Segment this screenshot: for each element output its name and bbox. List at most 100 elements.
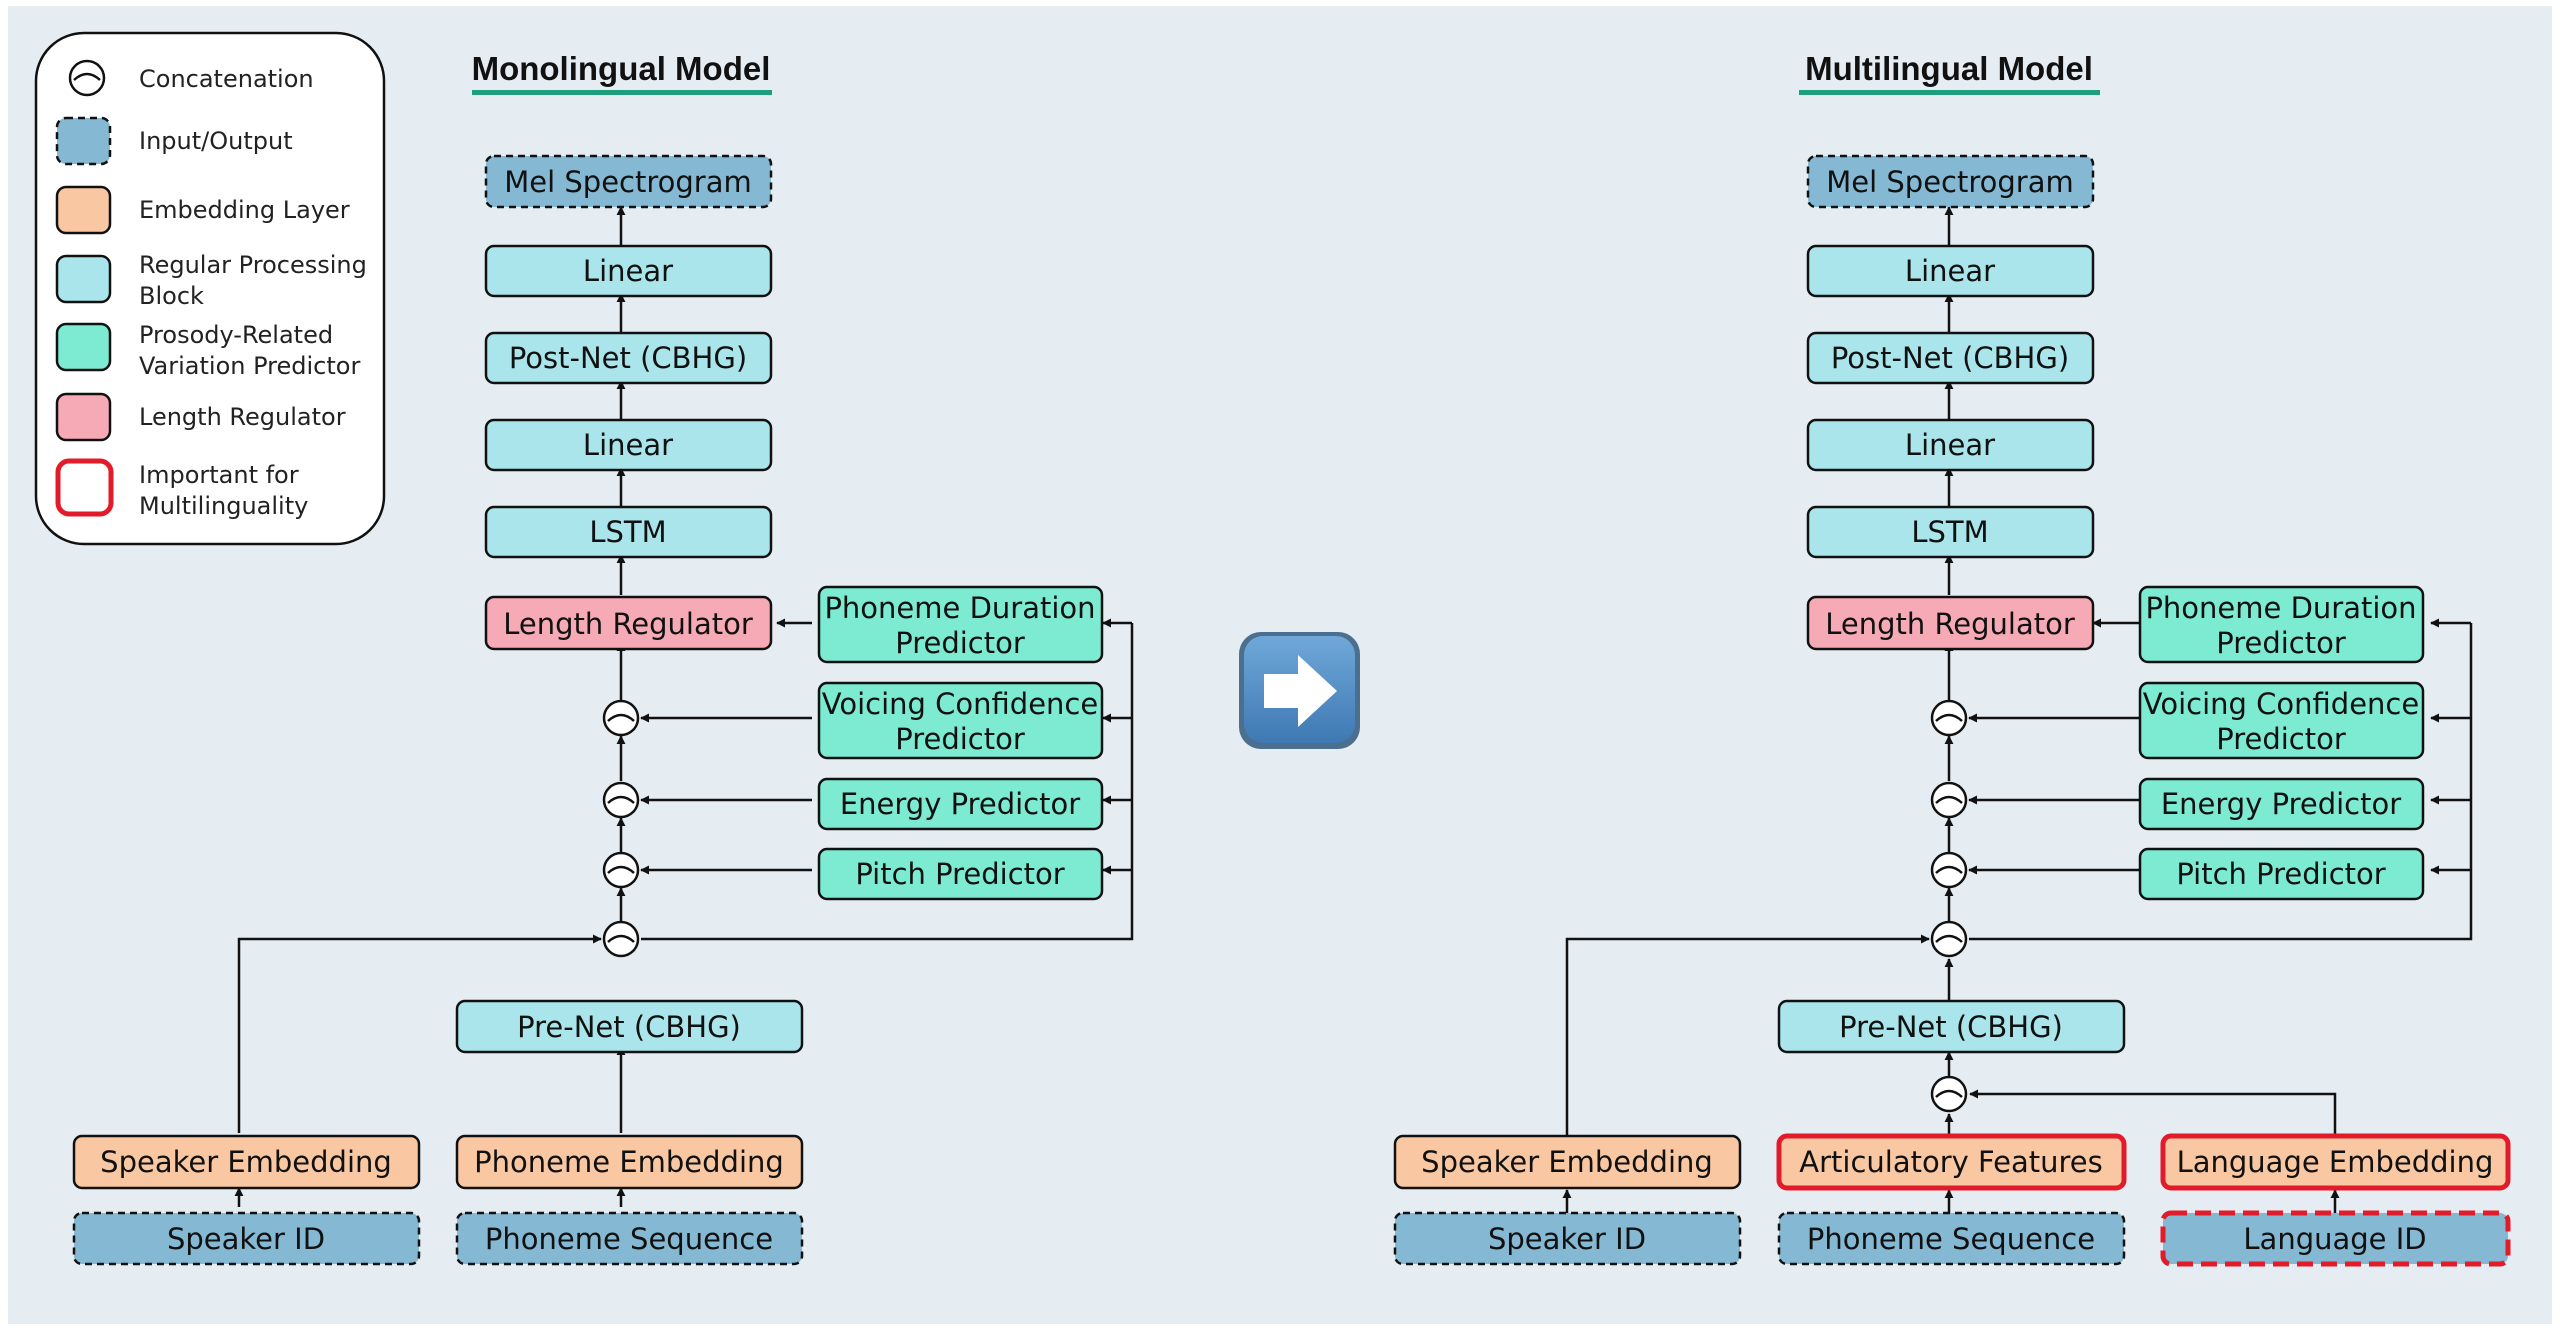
multi-prenet-box — [1777, 999, 2126, 1054]
multi-speaker-embedding-box — [1393, 1134, 1742, 1190]
mono-voicing-label-2: Predictor — [895, 722, 1025, 756]
multi-mel-spectrogram-box — [1806, 154, 2095, 209]
multi-length-regulator-label: Length Regulator — [1825, 607, 2075, 641]
mono-speaker-id-label: Speaker ID — [167, 1222, 325, 1256]
multi-voicing-label-2: Predictor — [2216, 722, 2346, 756]
multi-pitch-predictor-box — [2138, 847, 2425, 901]
mono-postnet-label: Post-Net (CBHG) — [509, 341, 747, 375]
mono-title-underline — [472, 90, 772, 95]
multi-articulatory-features-box — [1776, 1133, 2127, 1191]
mono-linear-top-box — [484, 244, 773, 298]
important-legend-swatch — [55, 458, 114, 517]
legend-regular-1: Regular Processing — [139, 251, 367, 279]
mono-speaker-embedding-label: Speaker Embedding — [100, 1145, 392, 1179]
multi-phoneme-sequence-box — [1777, 1211, 2126, 1266]
multi-prenet-label: Pre-Net (CBHG) — [1839, 1010, 2063, 1044]
multi-articulatory-label: Articulatory Features — [1799, 1145, 2102, 1179]
concat-icon — [602, 781, 640, 819]
mono-concat-nodes — [602, 699, 640, 958]
multi-phoneme-sequence-label: Phoneme Sequence — [1807, 1222, 2095, 1256]
right-arrow-emoji-icon — [1239, 632, 1360, 749]
mono-energy-label: Energy Predictor — [840, 787, 1080, 821]
concat-icon — [1930, 920, 1968, 958]
legend-embedding-layer: Embedding Layer — [139, 196, 350, 224]
mono-length-regulator-label: Length Regulator — [503, 607, 753, 641]
multi-duration-label-2: Predictor — [2216, 626, 2346, 660]
monolingual-model: Monolingual Model — [72, 50, 1134, 1266]
concat-icon — [602, 851, 640, 889]
multi-mel-label: Mel Spectrogram — [1826, 165, 2074, 199]
mono-main-arrows — [234, 206, 1134, 1207]
mono-linear-bottom-label: Linear — [583, 428, 673, 462]
multi-duration-predictor-box — [2138, 585, 2425, 664]
mono-voicing-predictor-box — [817, 681, 1104, 760]
multi-lstm-label: LSTM — [1911, 515, 1988, 549]
legend-concatenation: Concatenation — [139, 65, 314, 93]
multi-speaker-embedding-label: Speaker Embedding — [1421, 1145, 1713, 1179]
mono-prenet-box — [455, 999, 804, 1054]
mono-title: Monolingual Model — [472, 50, 771, 87]
mono-mel-label: Mel Spectrogram — [504, 165, 752, 199]
concat-icon — [1930, 781, 1968, 819]
multi-language-embedding-label: Language Embedding — [2177, 1145, 2494, 1179]
multilingual-model: Multilingual Model — [1393, 50, 2511, 1267]
multi-title: Multilingual Model — [1805, 50, 2093, 87]
multi-duration-label-1: Phoneme Duration — [2145, 591, 2416, 625]
multi-language-id-box — [2160, 1210, 2511, 1267]
concat-icon — [602, 920, 640, 958]
mono-voicing-label-1: Voicing Confidence — [822, 687, 1098, 721]
length-regulator-legend-swatch — [55, 392, 112, 442]
concat-legend-icon — [68, 59, 106, 97]
multi-speaker-id-box — [1393, 1211, 1742, 1266]
multi-linear-bottom-label: Linear — [1905, 428, 1995, 462]
mono-energy-predictor-box — [817, 777, 1104, 831]
mono-duration-predictor-box — [817, 585, 1104, 664]
mono-phoneme-sequence-label: Phoneme Sequence — [485, 1222, 773, 1256]
multi-voicing-predictor-box — [2138, 681, 2425, 760]
mono-speaker-id-box — [72, 1211, 421, 1266]
mono-speaker-embedding-box — [72, 1134, 421, 1190]
multi-concat-nodes — [1930, 699, 1968, 1113]
multi-speaker-id-label: Speaker ID — [1488, 1222, 1646, 1256]
mono-postnet-box — [484, 331, 773, 385]
multi-pitch-label: Pitch Predictor — [2176, 857, 2385, 891]
multi-lstm-box — [1806, 505, 2095, 559]
mono-linear-top-label: Linear — [583, 254, 673, 288]
mono-mel-spectrogram-box — [484, 154, 773, 209]
multi-linear-bottom-box — [1806, 418, 2095, 472]
multi-language-embedding-box — [2160, 1133, 2511, 1191]
mono-pitch-label: Pitch Predictor — [855, 857, 1064, 891]
mono-phoneme-embedding-box — [455, 1134, 804, 1190]
legend-important-2: Multilinguality — [139, 492, 308, 520]
legend-important-1: Important for — [139, 461, 299, 489]
mono-duration-label-2: Predictor — [895, 626, 1025, 660]
mono-phoneme-sequence-box — [455, 1211, 804, 1266]
multi-title-underline — [1799, 90, 2100, 95]
legend: Concatenation Input/Output Embedding Lay… — [34, 31, 386, 546]
multi-energy-label: Energy Predictor — [2161, 787, 2401, 821]
prosody-legend-swatch — [55, 322, 112, 372]
multi-postnet-box — [1806, 331, 2095, 385]
multi-linear-top-box — [1806, 244, 2095, 298]
mono-linear-bottom-box — [484, 418, 773, 472]
mono-length-regulator-box — [484, 595, 773, 651]
concat-icon — [1930, 1075, 1968, 1113]
multi-main-arrows — [1562, 206, 2473, 1213]
concat-icon — [1930, 699, 1968, 737]
io-legend-swatch — [55, 116, 112, 166]
multi-voicing-label-1: Voicing Confidence — [2143, 687, 2419, 721]
architecture-diagram: Concatenation Input/Output Embedding Lay… — [34, 31, 2511, 1267]
legend-input-output: Input/Output — [139, 127, 293, 155]
concat-icon — [602, 699, 640, 737]
multi-length-regulator-box — [1806, 595, 2095, 651]
legend-prosody-1: Prosody-Related — [139, 321, 333, 349]
mono-lstm-box — [484, 505, 773, 559]
regular-legend-swatch — [55, 254, 112, 304]
multi-postnet-label: Post-Net (CBHG) — [1831, 341, 2069, 375]
embedding-legend-swatch — [55, 185, 112, 235]
legend-regular-2: Block — [139, 282, 204, 310]
diagram-canvas: Concatenation Input/Output Embedding Lay… — [8, 6, 2552, 1324]
mono-prenet-label: Pre-Net (CBHG) — [517, 1010, 741, 1044]
mono-phoneme-embedding-label: Phoneme Embedding — [474, 1145, 784, 1179]
legend-length-regulator: Length Regulator — [139, 403, 346, 431]
